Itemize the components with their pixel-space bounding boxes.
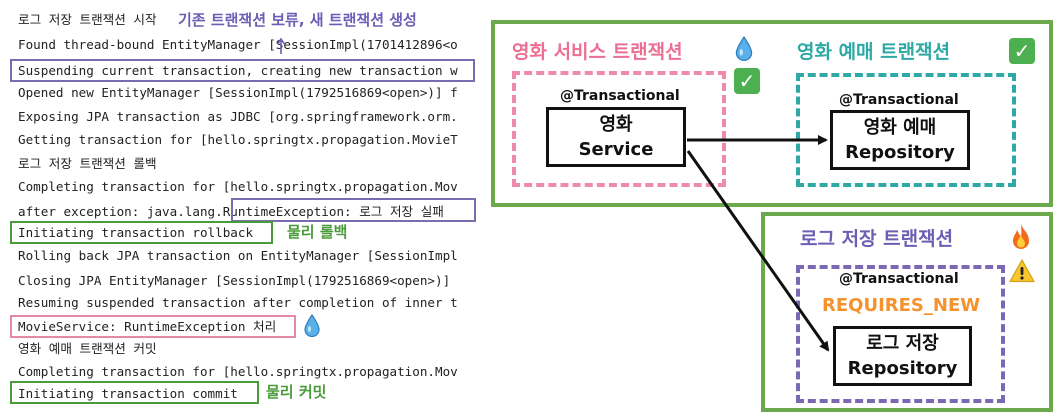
service-transaction-title: 영화 서비스 트랜잭션 [512,41,683,63]
droplet-icon [304,314,320,338]
note-commit: 물리 커밋 [266,383,327,401]
log-annotation: @Transactional [839,271,959,287]
fire-icon [1013,224,1029,249]
log-line: Opened new EntityManager [SessionImpl(17… [18,85,458,100]
box-label: 영화 예매 [863,117,937,138]
log-line: Closing JPA EntityManager [SessionImpl(1… [18,273,451,288]
log-repository-box: 로그 저장 Repository [833,326,972,386]
arrow-service-to-log-repo [686,150,830,352]
note-suspend: 기존 트랜잭션 보류, 새 트랜잭션 생성 [178,11,417,29]
service-annotation: @Transactional [560,88,680,104]
warning-icon [1009,259,1035,283]
box-label: 영화 [599,114,633,135]
box-label: 로그 저장 [866,333,939,354]
log-line: Found thread-bound EntityManager [Sessio… [18,37,458,52]
log-line: Suspending current transaction, creating… [18,63,458,78]
movie-service-box: 영화 Service [546,107,686,167]
log-transaction-scope [796,265,1005,403]
reservation-transaction-scope [796,73,1016,187]
log-line: 영화 예매 트랜잭션 커밋 [18,341,157,356]
highlight-commit [10,381,259,404]
log-line: Getting transaction for [hello.springtx.… [18,132,458,147]
log-line: Resuming suspended transaction after com… [18,295,458,310]
log-line: Initiating transaction commit [18,386,238,401]
highlight-runtime-exception [231,198,476,222]
arrow-up-icon [276,37,286,54]
droplet-icon [735,36,753,61]
log-line: Exposing JPA transaction as JDBC [org.sp… [18,109,458,124]
service-transaction-scope [512,71,726,187]
note-rollback: 물리 롤백 [287,223,348,241]
highlight-suspend [10,59,475,82]
log-line: Completing transaction for [hello.spring… [18,179,458,194]
box-label: Service [578,139,654,160]
propagation-label: REQUIRES_NEW [822,295,981,316]
log-line: Completing transaction for [hello.spring… [18,364,458,379]
repo-annotation: @Transactional [839,92,959,108]
log-line: 로그 저장 트랜잭션 시작 [18,12,157,27]
highlight-movieservice [10,315,296,338]
highlight-rollback [10,221,273,244]
log-line: Rolling back JPA transaction on EntityMa… [18,248,458,263]
check-box-icon: ✓ [1009,38,1035,64]
box-label: Repository [845,142,955,163]
log-line: MovieService: RuntimeException 처리 [18,319,277,334]
log-output: 로그 저장 트랜잭션 시작 Found thread-bound EntityM… [0,0,488,419]
log-transaction-title: 로그 저장 트랜잭션 [800,228,954,250]
movie-reservation-repository-box: 영화 예매 Repository [830,110,970,170]
reservation-transaction-title: 영화 예매 트랜잭션 [797,41,951,63]
box-label: Repository [847,358,958,379]
log-line: after exception: java.lang.RuntimeExcept… [18,204,444,219]
log-line: Initiating transaction rollback [18,225,254,240]
check-box-icon: ✓ [734,68,760,94]
log-line: 로그 저장 트랜잭션 롤백 [18,156,157,171]
